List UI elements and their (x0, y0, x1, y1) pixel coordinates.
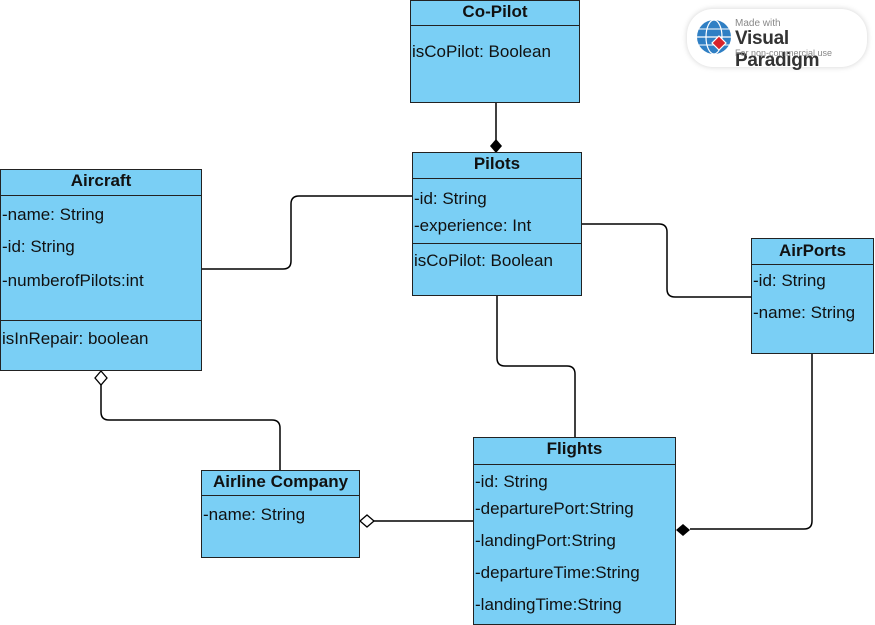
aggregation-diamond (359, 514, 375, 528)
class-attribute: -departurePort:String (475, 499, 634, 518)
class-name: Aircraft (1, 170, 201, 196)
class-attribute: -id: String (2, 237, 75, 256)
class-name: AirPorts (752, 239, 873, 265)
pilots-airports-connector[interactable] (581, 223, 752, 298)
aggregation-diamond (94, 370, 108, 386)
class-attribute: -departureTime:String (475, 563, 640, 582)
class-operation: isCoPilot: Boolean (414, 251, 553, 270)
class-name: Pilots (413, 153, 581, 179)
class-pilots[interactable]: Pilots -id: String -experience: Int isCo… (412, 152, 582, 296)
class-attribute: -id: String (475, 472, 548, 491)
class-attribute: -id: String (414, 189, 487, 208)
class-attribute: -numberofPilots:int (2, 271, 144, 290)
globe-logo-icon (697, 19, 731, 55)
class-flights[interactable]: Flights -id: String -departurePort:Strin… (473, 437, 676, 625)
class-attribute: -name: String (203, 505, 306, 524)
class-name: Co-Pilot (411, 1, 579, 26)
class-attribute: -landingPort:String (475, 531, 616, 550)
airline-aircraft-connector[interactable] (100, 385, 281, 471)
composition-diamond (490, 139, 502, 153)
aircraft-pilots-connector[interactable] (201, 195, 413, 270)
badge-note: For non-commercial use (735, 48, 833, 58)
class-attribute: -landingTime:String (475, 595, 622, 614)
class-attribute: -experience: Int (414, 216, 532, 235)
class-attribute: -name: String (2, 205, 105, 224)
class-operation: isInRepair: boolean (2, 329, 149, 348)
class-airports[interactable]: AirPorts -id: String -name: String (751, 238, 874, 354)
airports-flights-connector[interactable] (690, 353, 813, 530)
pilots-flights-connector[interactable] (496, 295, 576, 438)
operations-compartment (1, 320, 201, 321)
visual-paradigm-badge: Made with Visual Paradigm For non-commer… (687, 9, 867, 71)
class-attribute: -id: String (753, 271, 826, 290)
class-airline-company[interactable]: Airline Company -name: String (201, 470, 360, 558)
class-attribute: -name: String (753, 303, 856, 322)
class-name: Flights (474, 438, 675, 465)
badge-made-with: Made with (735, 18, 781, 29)
class-aircraft[interactable]: Aircraft -name: String -id: String -numb… (0, 169, 202, 371)
badge-brand: Visual Paradigm (735, 28, 820, 71)
operations-compartment (413, 243, 581, 244)
class-copilot[interactable]: Co-Pilot isCoPilot: Boolean (410, 0, 580, 103)
class-name: Airline Company (202, 471, 359, 496)
composition-diamond (676, 524, 690, 536)
class-operation: isCoPilot: Boolean (412, 42, 551, 61)
